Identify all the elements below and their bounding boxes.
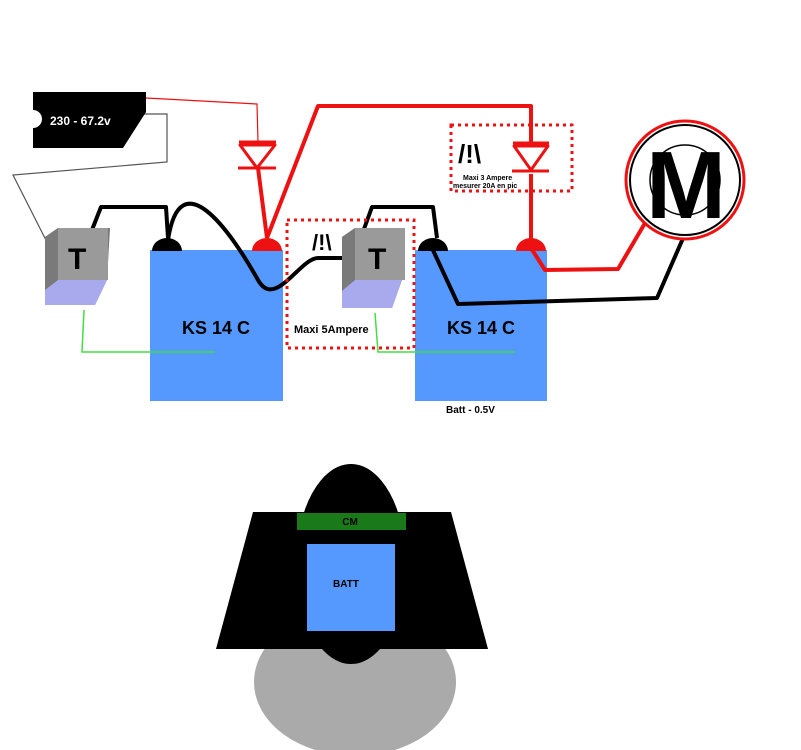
charger-label: 230 - 67.2v: [50, 114, 111, 128]
thermal-switch-right: T: [342, 228, 405, 308]
battery-left: [150, 250, 283, 401]
battery-right: [415, 250, 547, 401]
cm-label: CM: [342, 517, 358, 528]
batt-block: [307, 544, 395, 631]
fuse-5a-text: Maxi 5Ampere: [294, 324, 369, 336]
thermal-switch-left-label: T: [68, 243, 86, 276]
negative-wires: [86, 201, 686, 306]
diode-motor: [512, 141, 550, 173]
fuse-box-5a: [285, 218, 416, 350]
sense-wires: [81, 309, 515, 353]
motor-label: M: [646, 132, 726, 239]
battery-right-note: Batt - 0.5V: [446, 405, 495, 416]
motor: M: [624, 119, 746, 241]
terminal-positive-left: [252, 238, 282, 251]
fuse-3a-symbol: /!\: [458, 139, 481, 169]
terminal-positive-right: [516, 238, 546, 251]
terminal-negative-left: [152, 238, 182, 251]
charger-positive-wire: [145, 97, 259, 143]
battery-left-label: KS 14 C: [182, 318, 250, 338]
charger: [33, 92, 146, 148]
thermal-switch-right-label: T: [368, 243, 386, 276]
cm-bar: [297, 513, 406, 530]
diode-charger: [238, 140, 277, 170]
thermal-switch-left: T: [45, 228, 110, 305]
terminal-negative-right: [418, 238, 448, 251]
charger-negative-wire: [12, 113, 168, 259]
fuse-5a-symbol: /!\: [312, 230, 332, 255]
fuse-box-3a: [449, 123, 574, 193]
fuse-3a-line2: mesurer 20A en pic: [453, 183, 517, 190]
vehicle-top-view: CM BATT: [216, 464, 488, 750]
batt-label: BATT: [333, 579, 359, 590]
fuse-3a-line1: Maxi 3 Ampere: [463, 175, 512, 182]
battery-right-label: KS 14 C: [447, 318, 515, 338]
